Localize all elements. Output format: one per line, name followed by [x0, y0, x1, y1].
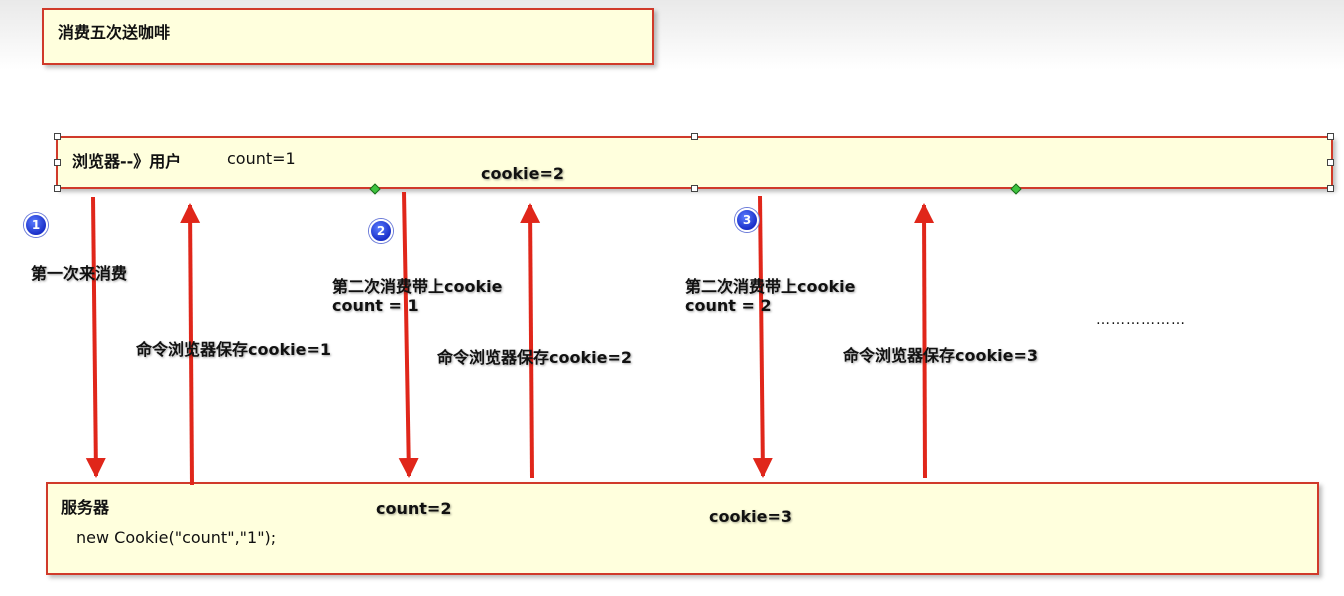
resize-handle-bottom-middle[interactable]	[691, 185, 698, 192]
response-arrow-3	[914, 203, 935, 479]
step-badge-1: 1	[24, 213, 48, 237]
step1-request-label: 第一次来消费	[31, 264, 128, 283]
resize-handle-top-middle[interactable]	[691, 133, 698, 140]
resize-handle-top-right[interactable]	[1327, 133, 1334, 140]
request-arrow-3	[752, 195, 773, 478]
step-badge-3: 3	[735, 208, 759, 232]
server-label: 服务器	[61, 498, 110, 517]
server-cookie: cookie=3	[709, 507, 792, 526]
browser-cookie: cookie=2	[481, 164, 564, 183]
browser-count: count=1	[227, 149, 296, 168]
step2-response-label: 命令浏览器保存cookie=2	[437, 348, 632, 367]
step3-request-label-line1: 第二次消费带上cookie	[685, 277, 856, 296]
title-box: 消费五次送咖啡	[42, 8, 654, 65]
step-badge-2: 2	[369, 219, 393, 243]
browser-label: 浏览器--》用户	[72, 152, 182, 171]
step2-request-label-line1: 第二次消费带上cookie	[332, 277, 503, 296]
request-arrow-1	[85, 196, 106, 478]
server-code: new Cookie("count","1");	[76, 528, 277, 547]
resize-handle-bottom-right[interactable]	[1327, 185, 1334, 192]
step2-request-label-line2: count = 1	[332, 296, 419, 315]
resize-handle-middle-left[interactable]	[54, 159, 61, 166]
title-text: 消费五次送咖啡	[58, 23, 171, 42]
step3-request-label-line2: count = 2	[685, 296, 772, 315]
resize-handle-bottom-left[interactable]	[54, 185, 61, 192]
server-count: count=2	[376, 499, 452, 518]
response-arrow-2	[520, 203, 541, 479]
resize-handle-middle-right[interactable]	[1327, 159, 1334, 166]
step1-response-label: 命令浏览器保存cookie=1	[136, 340, 331, 359]
resize-handle-top-left[interactable]	[54, 133, 61, 140]
request-arrow-2	[398, 191, 419, 478]
response-arrow-1	[180, 203, 201, 486]
step3-response-label: 命令浏览器保存cookie=3	[843, 346, 1038, 365]
ellipsis-text: ………………	[1096, 312, 1186, 328]
server-box: 服务器 new Cookie("count","1");	[46, 482, 1319, 575]
